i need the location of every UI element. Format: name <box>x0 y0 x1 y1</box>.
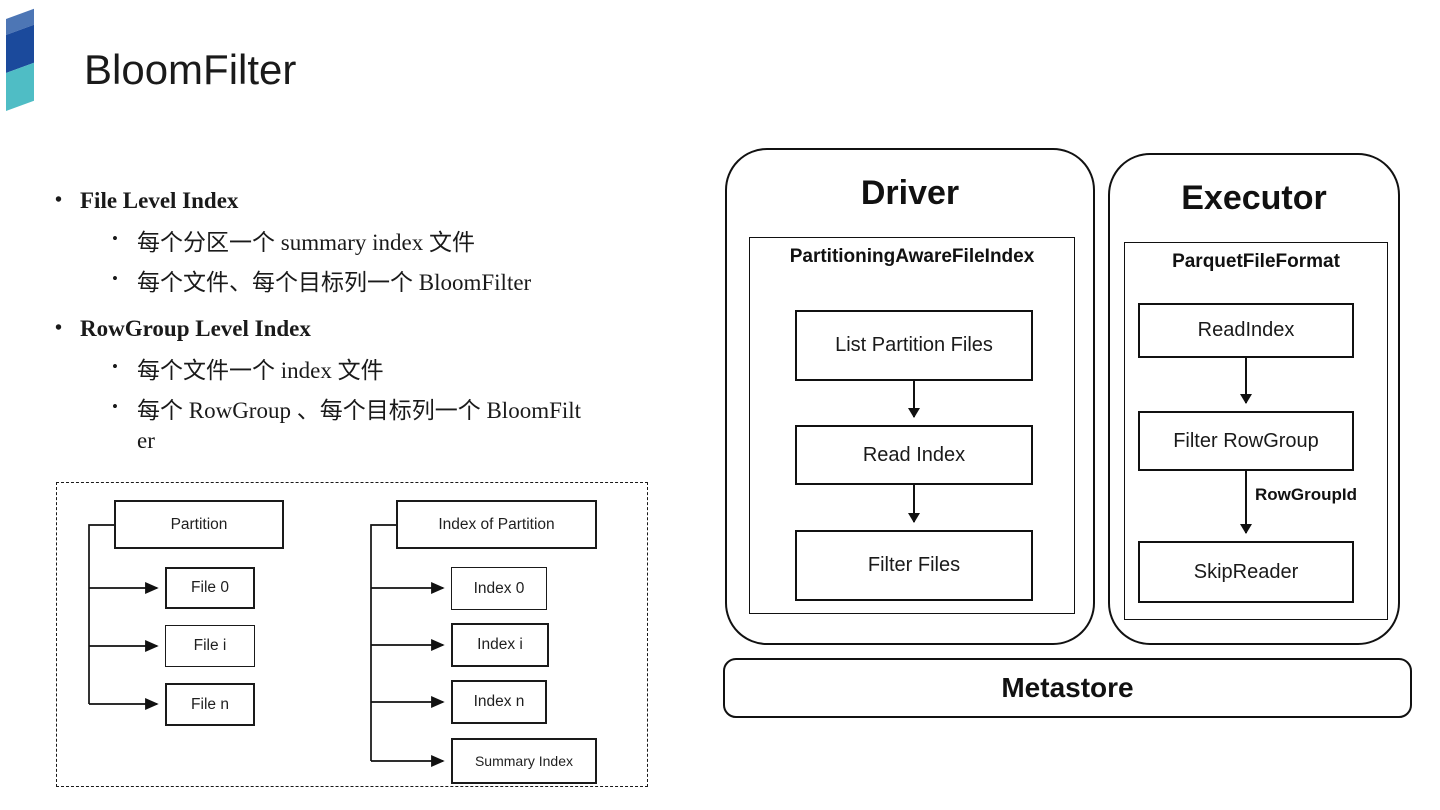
bullet-rowgroup-level-index: • RowGroup Level Index <box>55 316 311 342</box>
bullet-per-file-index-file: • 每个文件一个 index 文件 <box>112 356 737 386</box>
bullet-icon: • <box>112 397 118 416</box>
step-read-index: Read Index <box>795 425 1033 485</box>
arrow-down-icon <box>1245 471 1247 533</box>
metastore-box: Metastore <box>723 658 1412 718</box>
arrow-down-icon <box>1245 358 1247 403</box>
bullet-label: File Level Index <box>80 188 239 213</box>
step-readindex: ReadIndex <box>1138 303 1354 358</box>
bullet-text: 每个分区一个 summary index 文件 <box>137 230 475 255</box>
component-label: PartitioningAwareFileIndex <box>789 246 1035 267</box>
node-index-n: Index n <box>451 680 547 724</box>
bullet-icon: • <box>112 229 118 248</box>
arrow-down-icon <box>913 485 915 522</box>
arrow-down-icon <box>913 381 915 417</box>
node-file-0: File 0 <box>165 567 255 609</box>
bullet-text: 每个文件一个 index 文件 <box>137 358 384 383</box>
node-index-of-partition: Index of Partition <box>396 500 597 549</box>
step-filter-rowgroup: Filter RowGroup <box>1138 411 1354 471</box>
component-label: ParquetFileFormat <box>1172 251 1340 272</box>
node-summary-index: Summary Index <box>451 738 597 784</box>
bullet-per-rowgroup-bloomfilter: • 每个 RowGroup 、每个目标列一个 BloomFilt er <box>112 396 737 456</box>
node-file-i: File i <box>165 625 255 667</box>
node-index-0: Index 0 <box>451 567 547 610</box>
step-filter-files: Filter Files <box>795 530 1033 601</box>
partitioning-aware-file-index-box: PartitioningAwareFileIndex List Partitio… <box>749 237 1075 614</box>
file-index-diagram: Partition File 0 File i File n Index of … <box>56 482 648 787</box>
node-file-n: File n <box>165 683 255 726</box>
node-partition: Partition <box>114 500 284 549</box>
bullet-icon: • <box>55 317 63 339</box>
driver-title: Driver <box>860 174 960 212</box>
parquet-file-format-box: ParquetFileFormat ReadIndex Filter RowGr… <box>1124 242 1388 620</box>
brand-logo-icon <box>6 8 34 111</box>
executor-panel: Executor ParquetFileFormat ReadIndex Fil… <box>1108 153 1400 645</box>
rowgroupid-edge-label: RowGroupId <box>1255 485 1357 504</box>
executor-title: Executor <box>1181 179 1327 217</box>
bullet-icon: • <box>112 357 118 376</box>
tree-connectors <box>88 524 445 767</box>
step-skipreader: SkipReader <box>1138 541 1354 603</box>
node-index-i: Index i <box>451 623 549 667</box>
bullet-text: 每个 RowGroup 、每个目标列一个 BloomFilt er <box>137 398 582 453</box>
bullet-per-file-bloomfilter: • 每个文件、每个目标列一个 BloomFilter <box>112 268 737 298</box>
bullet-summary-index-file: • 每个分区一个 summary index 文件 <box>112 228 737 258</box>
step-list-partition-files: List Partition Files <box>795 310 1033 381</box>
bullet-text: 每个文件、每个目标列一个 BloomFilter <box>137 270 532 295</box>
bullet-icon: • <box>112 269 118 288</box>
bullet-file-level-index: • File Level Index <box>55 188 239 214</box>
bullet-label: RowGroup Level Index <box>80 316 311 341</box>
bullet-icon: • <box>55 189 63 211</box>
metastore-label: Metastore <box>1001 672 1134 703</box>
page-title: BloomFilter <box>84 46 297 93</box>
driver-panel: Driver PartitioningAwareFileIndex List P… <box>725 148 1095 645</box>
